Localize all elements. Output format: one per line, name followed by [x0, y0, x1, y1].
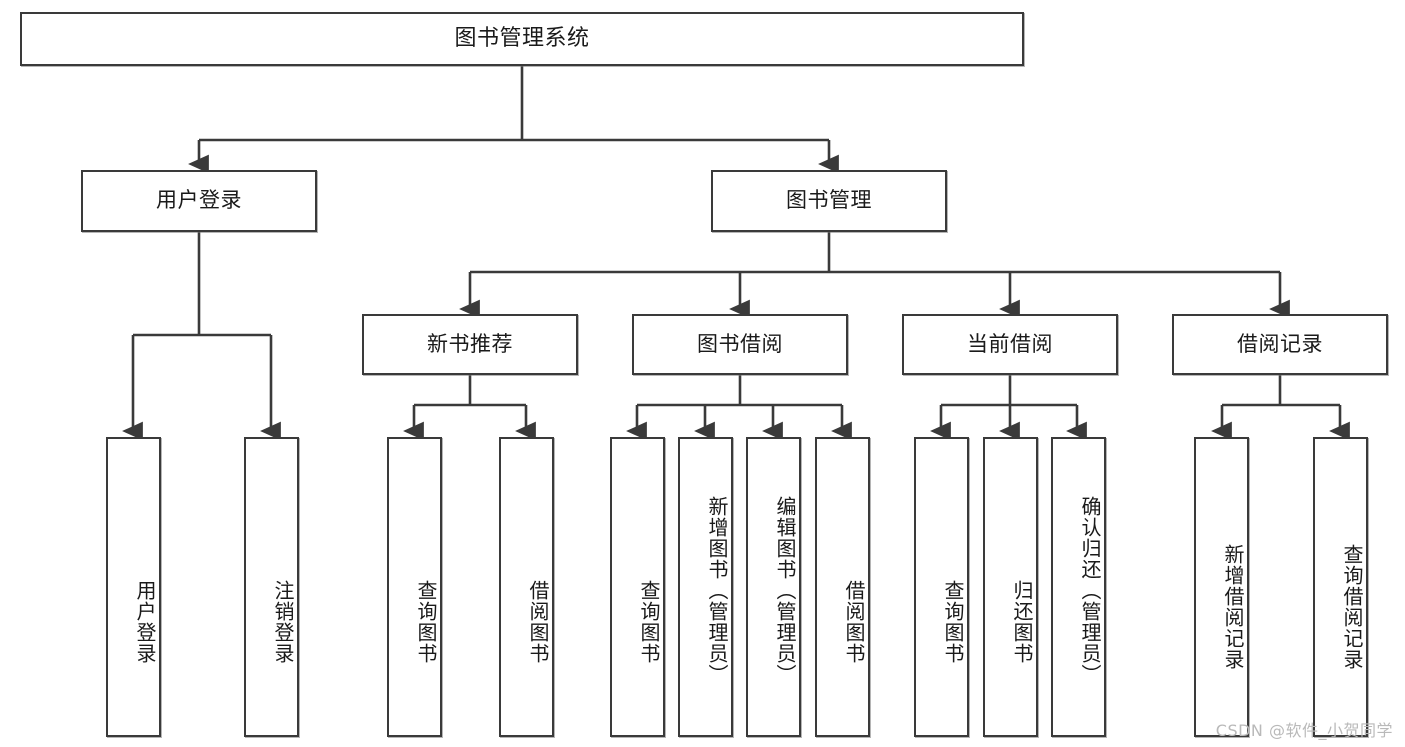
- watermark: CSDN @软件_小贺同学: [1215, 721, 1393, 740]
- node-current-borrow[interactable]: 当前借阅: [902, 314, 1118, 375]
- leaf-return-book[interactable]: 归还图书: [983, 437, 1038, 737]
- node-new-book-recommend[interactable]: 新书推荐: [362, 314, 578, 375]
- leaf-user-login[interactable]: 用户登录: [106, 437, 161, 737]
- node-book-borrow[interactable]: 图书借阅: [632, 314, 848, 375]
- leaf-query-book-borrow[interactable]: 查询图书: [610, 437, 665, 737]
- node-borrow-record[interactable]: 借阅记录: [1172, 314, 1388, 375]
- leaf-query-book-current[interactable]: 查询图书: [914, 437, 969, 737]
- leaf-add-borrow-record[interactable]: 新增借阅记录: [1194, 437, 1249, 737]
- node-book-management[interactable]: 图书管理: [711, 170, 947, 232]
- node-root-system[interactable]: 图书管理系统: [20, 12, 1024, 66]
- leaf-user-logout[interactable]: 注销登录: [244, 437, 299, 737]
- leaf-borrow-book[interactable]: 借阅图书: [815, 437, 870, 737]
- leaf-edit-book[interactable]: 编辑图书（管理员）: [746, 437, 801, 737]
- leaf-query-borrow-record[interactable]: 查询借阅记录: [1313, 437, 1368, 737]
- leaf-borrow-book-recommend[interactable]: 借阅图书: [499, 437, 554, 737]
- leaf-query-book-recommend[interactable]: 查询图书: [387, 437, 442, 737]
- leaf-add-book[interactable]: 新增图书（管理员）: [678, 437, 733, 737]
- leaf-confirm-return[interactable]: 确认归还（管理员）: [1051, 437, 1106, 737]
- node-user-login[interactable]: 用户登录: [81, 170, 317, 232]
